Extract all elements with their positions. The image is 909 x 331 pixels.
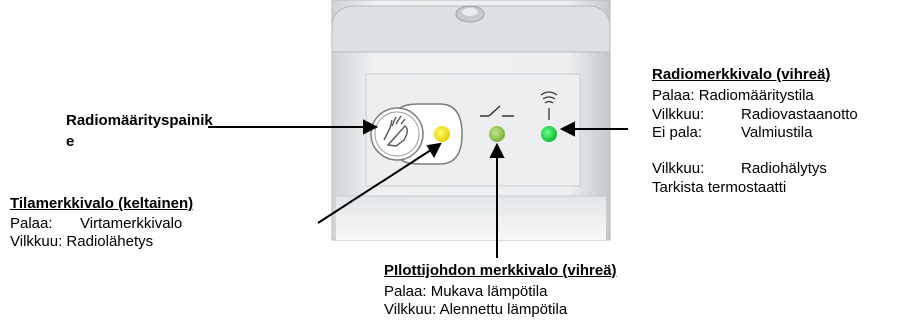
radio-button-label-line1: Radiomäärityspainik bbox=[66, 112, 213, 129]
legend-desc: Alennettu lämpötila bbox=[439, 301, 568, 318]
pilot-led bbox=[489, 126, 505, 142]
status-led-title: Tilamerkkivalo (keltainen) bbox=[10, 195, 194, 212]
arrow-status-led-head bbox=[426, 142, 442, 159]
legend-desc: Valmiustila bbox=[741, 124, 813, 141]
legend-note: Tarkista termostaatti bbox=[652, 179, 787, 196]
legend-desc: Radiohälytys bbox=[741, 160, 827, 177]
pilot-led-title: PIlottijohdon merkkivalo (vihreä) bbox=[384, 262, 617, 279]
radio-led bbox=[541, 126, 557, 142]
switch-icon bbox=[480, 105, 514, 117]
legend-state: Ei pala: bbox=[652, 124, 703, 141]
legend-row: Vilkkuu: Radiolähetys bbox=[10, 233, 153, 250]
legend-state: Vilkkuu: bbox=[652, 106, 705, 123]
radio-led-title: Radiomerkkivalo (vihreä) bbox=[652, 66, 831, 83]
legend-row: Palaa: Radiomääritystila bbox=[652, 87, 814, 104]
legend-desc: Radiomääritystila bbox=[698, 87, 814, 104]
status-led bbox=[434, 126, 450, 142]
antenna-icon bbox=[540, 91, 558, 120]
legend-row: Vilkkuu: Alennettu lämpötila bbox=[384, 301, 567, 318]
legend-row: Palaa: bbox=[10, 215, 53, 232]
radio-configuration-button[interactable] bbox=[370, 103, 463, 165]
legend-state: Palaa: bbox=[652, 87, 699, 104]
arrow-radio-button-head bbox=[363, 119, 379, 135]
arrow-radio-led-head bbox=[559, 121, 575, 137]
legend-state: Vilkkuu: bbox=[10, 233, 67, 250]
legend-state: Palaa: bbox=[10, 215, 53, 232]
legend-state: Vilkkuu: bbox=[384, 301, 440, 318]
arrow-status-led bbox=[317, 147, 435, 224]
hand-button-icon bbox=[383, 115, 408, 147]
legend-desc: Radiovastaanotto bbox=[741, 106, 858, 123]
radio-button-label-line2: e bbox=[66, 133, 75, 150]
legend-desc: Mukava lämpötila bbox=[430, 283, 548, 300]
legend-state: Vilkkuu: bbox=[652, 160, 705, 177]
legend-desc: Radiolähetys bbox=[66, 233, 154, 250]
legend-state: Palaa: bbox=[384, 283, 431, 300]
arrow-pilot-led-head bbox=[489, 142, 505, 158]
legend-row: Palaa: Mukava lämpötila bbox=[384, 283, 547, 300]
legend-desc: Virtamerkkivalo bbox=[80, 215, 183, 232]
